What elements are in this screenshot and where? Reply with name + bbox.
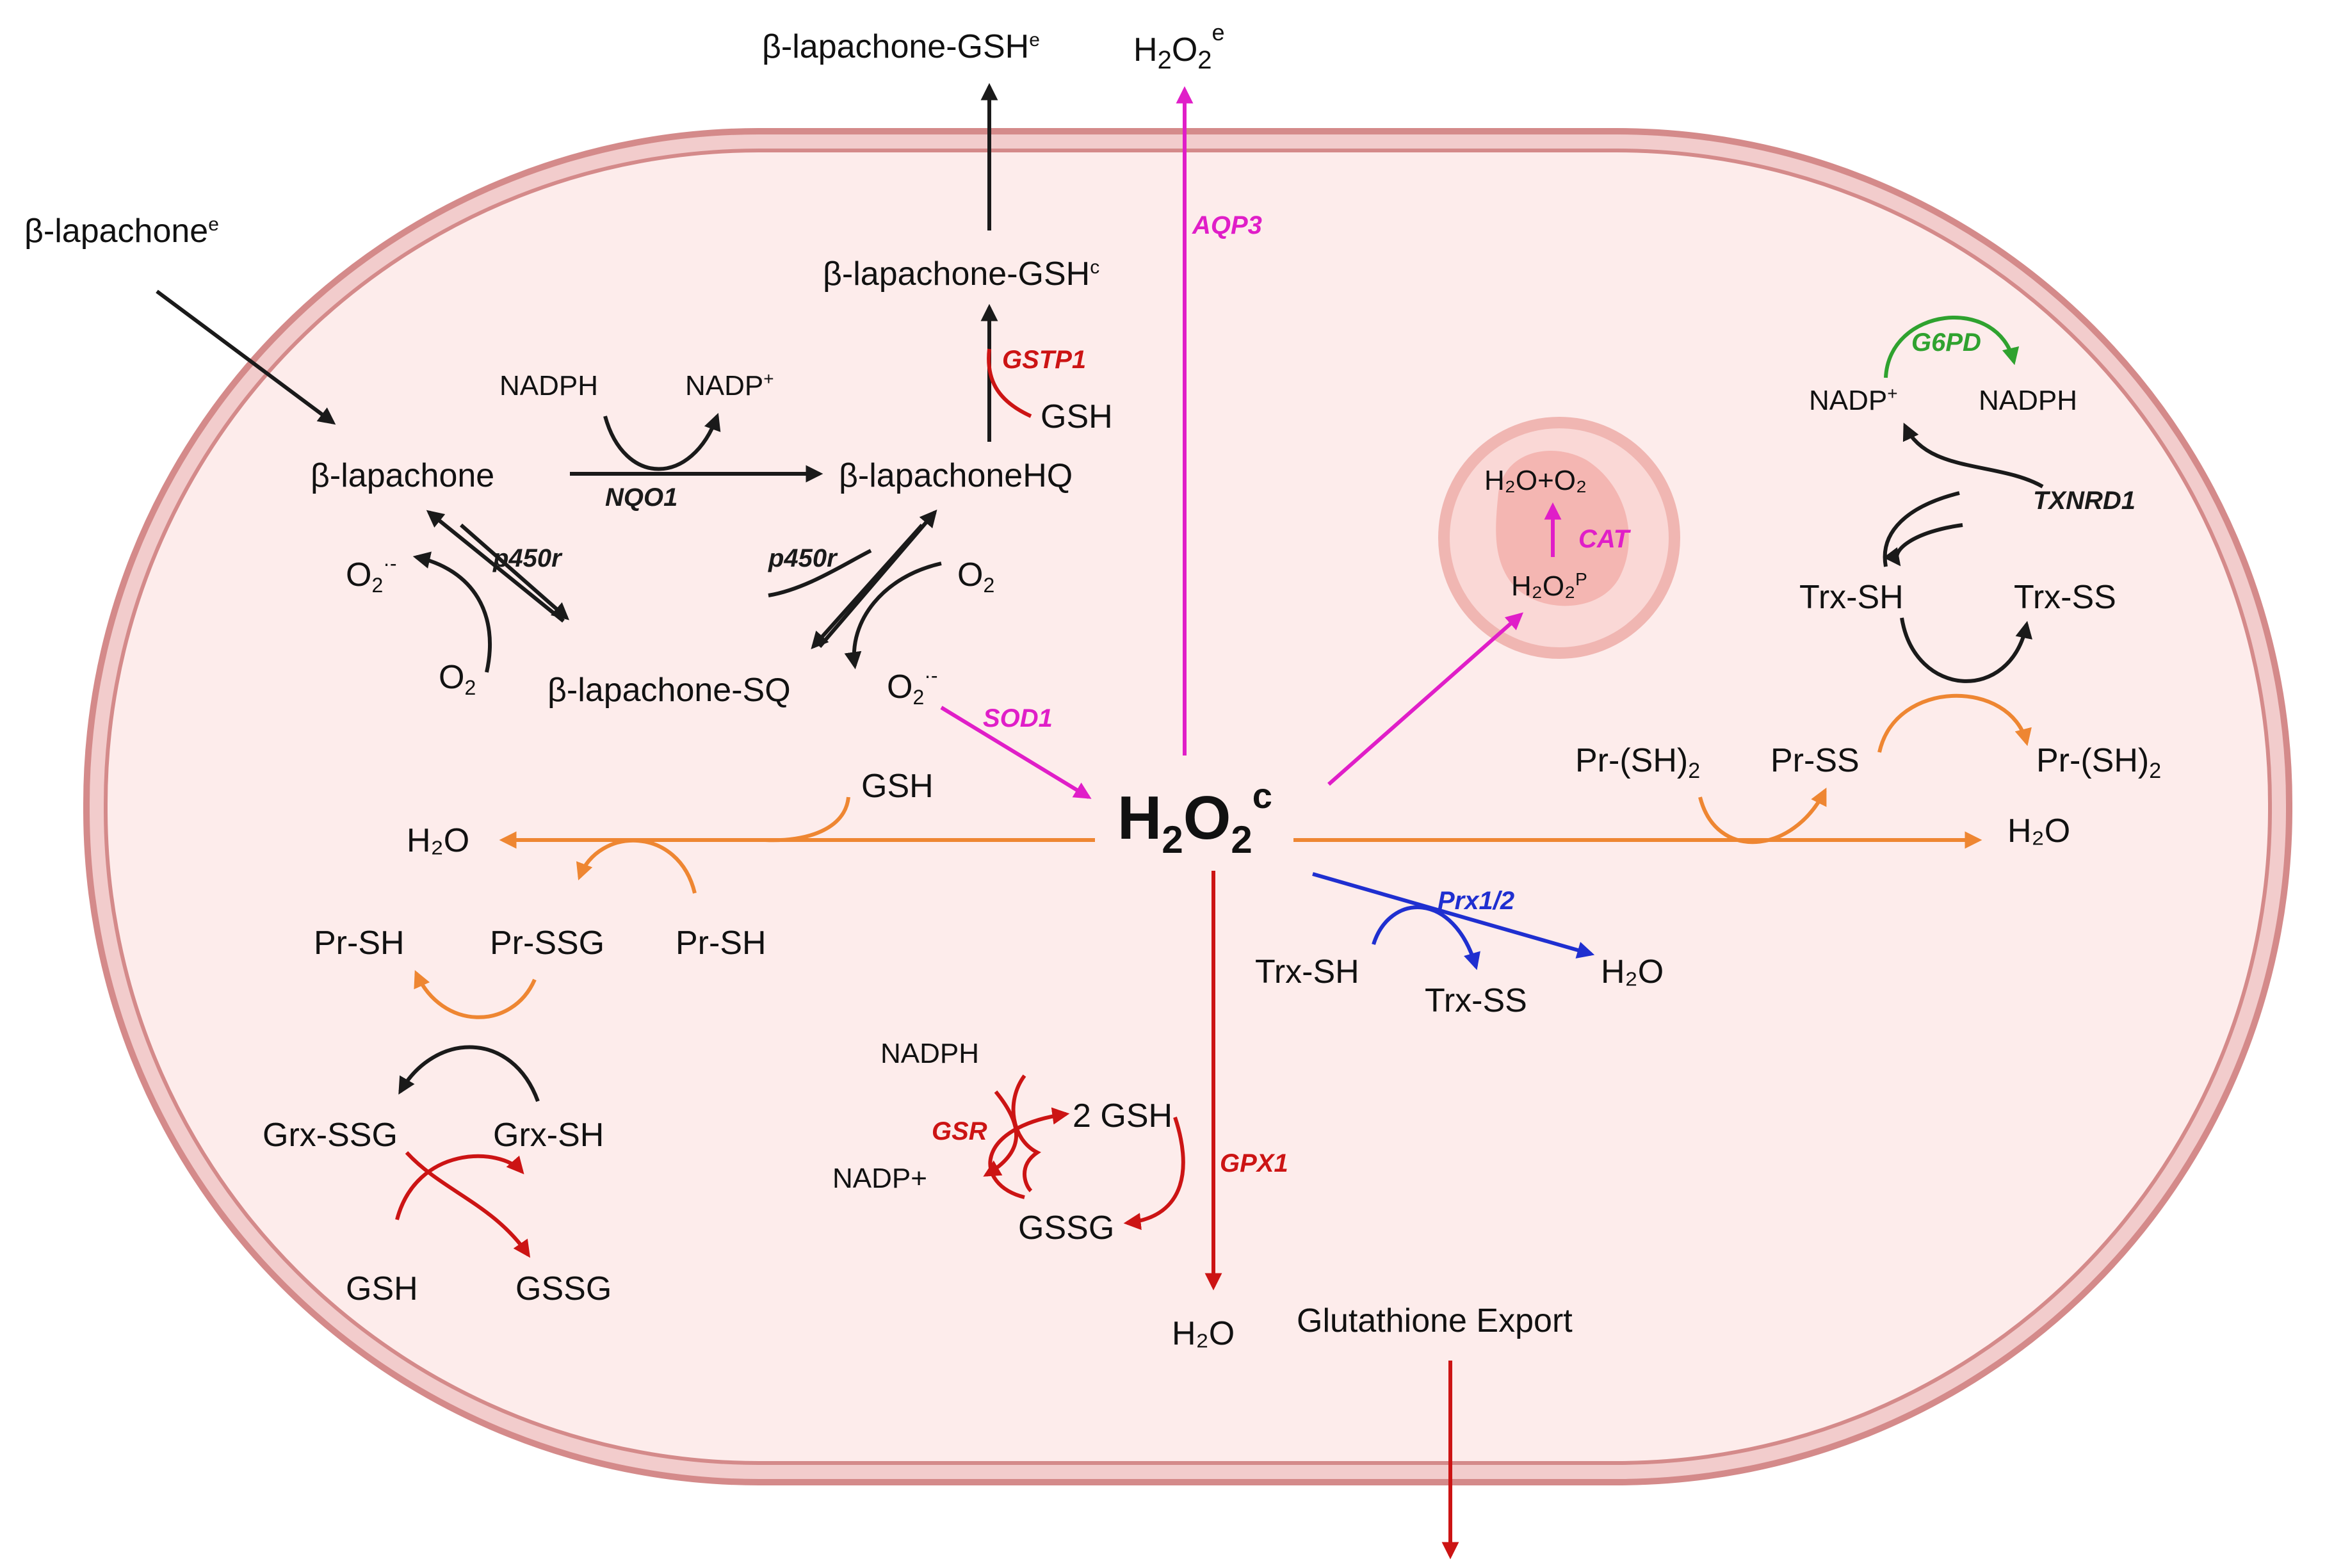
nadp-gsr-label: NADP+	[832, 1163, 927, 1194]
blap-gsh-ext-label: β-lapachone-GSHe	[762, 28, 1040, 65]
pr-sh2-right-label: Pr-(SH)2	[2036, 742, 2161, 783]
grx-cycle-arc	[398, 1045, 540, 1103]
blap-import-arrow	[156, 289, 336, 425]
trx-sh-prx-label: Trx-SH	[1255, 953, 1359, 990]
o2-left-label: O2	[439, 659, 476, 699]
two-gsh-label: 2 GSH	[1073, 1097, 1172, 1135]
grx-regen-arc-2	[405, 1151, 531, 1258]
magenta-arrows	[940, 86, 1562, 799]
h2o-right-label: H₂O	[2007, 812, 2070, 850]
gsr-cofactor-arc	[983, 1090, 1018, 1177]
perox-h2o-o2-label: H₂O+O₂	[1484, 465, 1587, 496]
enzyme-gstp1: GSTP1	[1002, 346, 1086, 374]
black-arrows	[156, 83, 2044, 1103]
p450r-left-diag-1	[426, 510, 565, 623]
peroxisome-inner	[1496, 451, 1629, 606]
gstp1-arc	[987, 348, 1032, 418]
blap-sq-label: β-lapachone-SQ	[547, 672, 791, 709]
enzyme-labels: NQO1 p450r p450r GSTP1 AQP3 SOD1 CAT G6P…	[492, 211, 2135, 1177]
grx-ssg-label: Grx-SSG	[263, 1117, 398, 1154]
g6pd-arc	[1884, 316, 2020, 378]
red-arrows	[395, 348, 1459, 1560]
enzyme-gpx1: GPX1	[1220, 1149, 1288, 1177]
pr-sh-b-label: Pr-SH	[676, 925, 766, 962]
enzyme-p450r-right: p450r	[768, 544, 838, 572]
metabolite-labels: β-lapachonee β-lapachone-GSHe H2O2e β-la…	[24, 19, 2161, 1352]
gssg-bottom-label: GSSG	[515, 1270, 612, 1307]
h2o2-central-label: H2O2c	[1117, 775, 1272, 861]
trx-sh-right-label: Trx-SH	[1799, 579, 1904, 616]
gsh-bottom-label: GSH	[346, 1270, 418, 1307]
p450r-right-diag-2	[811, 523, 924, 650]
gsh-left-feed-arc	[765, 796, 850, 843]
sod1-arrow	[940, 706, 1092, 799]
prssg-formation-arc	[576, 838, 697, 894]
p450r-left-arc	[412, 551, 492, 673]
enzyme-nqo1: NQO1	[605, 483, 677, 512]
nadph-top-label: NADPH	[499, 370, 598, 401]
enzyme-prx: Prx1/2	[1438, 887, 1514, 915]
enzyme-txnrd1: TXNRD1	[2033, 487, 2135, 515]
prx-trx-arc	[1372, 905, 1480, 971]
enzyme-cat: CAT	[1578, 525, 1632, 553]
trx-ss-prx-label: Trx-SS	[1425, 982, 1527, 1019]
gsr-arc	[1011, 1074, 1041, 1193]
o2-rad-left-label: O2·-	[346, 552, 397, 597]
to-peroxisome-arrow	[1327, 612, 1524, 786]
pr-sh2-left-label: Pr-(SH)2	[1575, 742, 1700, 783]
enzyme-p450r-left: p450r	[492, 544, 563, 572]
gpx1-arc	[1123, 1117, 1185, 1231]
txnrd1-lower-arc	[1883, 523, 1963, 567]
pr-ssg-label: Pr-SSG	[490, 925, 604, 962]
prsh-release-arc	[414, 970, 537, 1019]
prx-main-arrow	[1312, 872, 1595, 959]
gsh-gstp1-label: GSH	[1041, 398, 1113, 435]
nadph-gsr-label: NADPH	[880, 1038, 979, 1069]
h2o-left-label: H₂O	[407, 822, 469, 859]
h2o2-ext-label: H2O2e	[1133, 19, 1225, 74]
blap-label: β-lapachone	[311, 457, 494, 494]
gsh-left-branch-label: GSH	[861, 768, 934, 805]
enzyme-sod1: SOD1	[983, 704, 1053, 732]
nadph-right-label: NADPH	[1979, 385, 2077, 416]
o2-rad-right-label: O2·-	[887, 664, 938, 709]
p450r-right-arc-top	[768, 549, 872, 597]
glutathione-export-label: Glutathione Export	[1297, 1302, 1573, 1339]
enzyme-aqp3: AQP3	[1192, 211, 1262, 239]
blue-arrows	[1312, 872, 1595, 971]
h2o-prx-label: H₂O	[1601, 953, 1664, 990]
cell-cytoplasm	[104, 149, 2272, 1465]
nqo1-cofactor-arc	[603, 412, 721, 471]
grx-sh-label: Grx-SH	[493, 1117, 604, 1154]
pr-sh2-feed-arc	[1698, 788, 1827, 845]
gssg-gpx-label: GSSG	[1018, 1209, 1114, 1247]
perox-h2o2-label: H₂O₂P	[1511, 569, 1587, 602]
h2o-bottom-label: H₂O	[1172, 1315, 1235, 1352]
enzyme-g6pd: G6PD	[1911, 328, 1981, 357]
blap-hq-label: β-lapachoneHQ	[839, 457, 1073, 494]
orange-arrows	[414, 693, 2032, 1019]
nadp-top-label: NADP+	[685, 369, 774, 401]
trx-regen-arc	[1900, 617, 2032, 683]
enzyme-gsr: GSR	[932, 1117, 987, 1145]
trx-ss-right-label: Trx-SS	[2014, 579, 2116, 616]
blap-gsh-c-label: β-lapachone-GSHc	[823, 255, 1099, 293]
blap-ext-label: β-lapachonee	[24, 213, 219, 250]
grx-regen-arc-1	[395, 1154, 524, 1220]
nadp-right-label: NADP+	[1809, 384, 1898, 416]
gsr-forward-arc	[988, 1107, 1070, 1199]
p450r-right-arc	[844, 562, 942, 670]
pr-ss-right-label: Pr-SS	[1771, 742, 1860, 779]
pr-ss-to-sh2-arc	[1877, 693, 2032, 753]
pr-sh-a-label: Pr-SH	[314, 925, 405, 962]
o2-right-label: O2	[957, 556, 994, 597]
p450r-left-diag-2	[460, 523, 570, 620]
txnrd1-upper-arc	[1902, 423, 2044, 489]
txnrd1-left-arc	[1883, 491, 1960, 567]
